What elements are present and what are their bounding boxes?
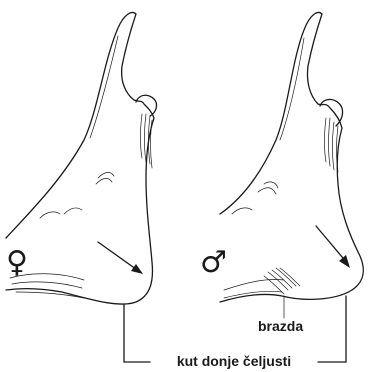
mandible-angle-label: kut donje čeljusti [177,353,291,369]
male-symbol: ♂ [200,245,227,280]
male-mandible-drawing [220,13,363,302]
female-symbol: ♀ [6,245,28,280]
groove-label: brazda [258,318,303,334]
male-angle-arrowhead [339,255,350,268]
female-mandible-outline [6,13,154,305]
female-mandible-drawing [6,13,157,305]
male-groove-hatching [264,268,300,294]
female-angle-arrowhead [131,264,143,274]
male-mandible-outline [220,13,363,302]
